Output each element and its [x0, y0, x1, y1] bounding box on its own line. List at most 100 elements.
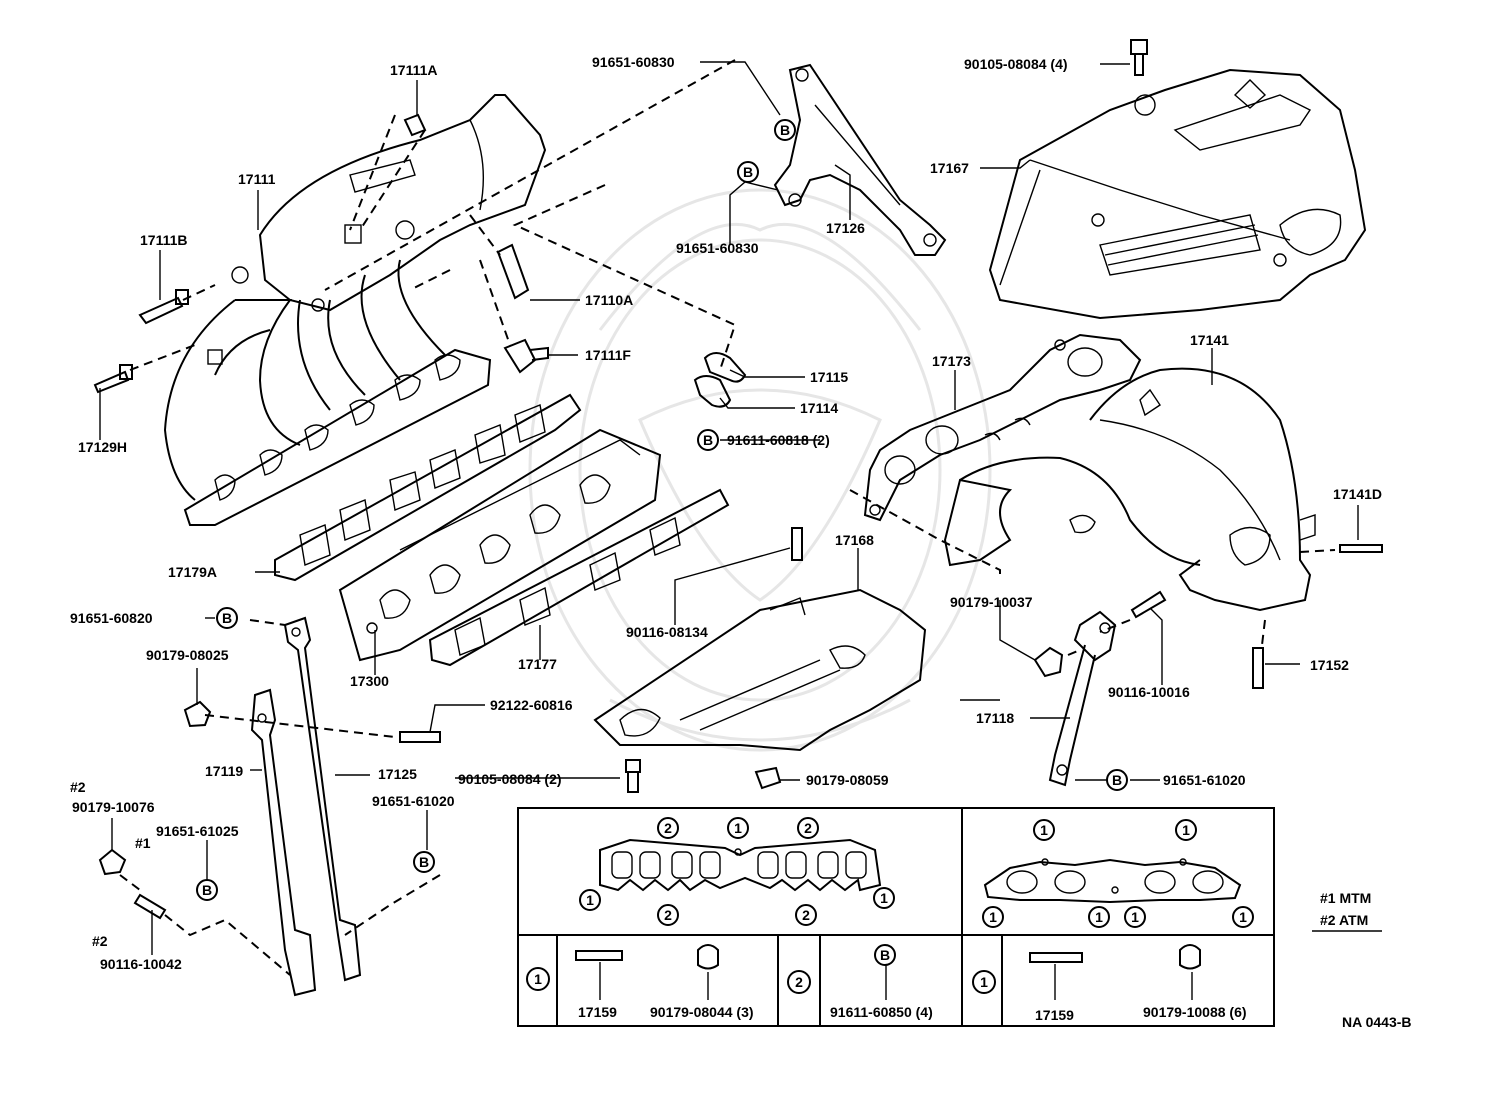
- label-91651-60830-top: 91651-60830: [592, 54, 675, 70]
- circle-1-b: 1: [579, 889, 601, 911]
- b-mark-table: B: [874, 944, 896, 966]
- label-17167: 17167: [930, 160, 969, 176]
- label-atm-2: #2: [92, 933, 108, 949]
- b-mark-17118: B: [1106, 769, 1128, 791]
- svg-text:1: 1: [980, 974, 988, 990]
- nut-90179-10076: [98, 848, 127, 876]
- fitting-17111F: [503, 338, 549, 374]
- label-90179-08025: 90179-08025: [146, 647, 229, 663]
- svg-text:1: 1: [534, 971, 542, 987]
- svg-text:B: B: [419, 854, 429, 870]
- bolt-17129H: [93, 364, 133, 394]
- circle-2-d: 2: [795, 904, 817, 926]
- stud-90116-10042: [133, 893, 167, 920]
- label-17152: 17152: [1310, 657, 1349, 673]
- label-atm-1: #2: [70, 779, 86, 795]
- gasket-17173: [863, 333, 1142, 522]
- svg-text:2: 2: [802, 907, 810, 923]
- diagram-id: NA 0443-B: [1342, 1014, 1412, 1030]
- label-17125: 17125: [378, 766, 417, 782]
- label-90179-10076: 90179-10076: [72, 799, 155, 815]
- stud-90116-10016: [1130, 590, 1167, 619]
- row-key-1-right: 1: [972, 970, 996, 994]
- label-17168: 17168: [835, 532, 874, 548]
- svg-text:B: B: [703, 432, 713, 448]
- leader-lines: [99, 61, 1359, 955]
- plate-17114: [693, 375, 732, 408]
- label-90105-08084-2: 90105-08084 (2): [458, 771, 562, 787]
- intake-manifold-17111: [163, 94, 547, 526]
- circle-1-i: 1: [1232, 906, 1254, 928]
- label-17111A: 17111A: [390, 62, 438, 78]
- label-17179A: 17179A: [168, 564, 217, 580]
- row-key-1-left: 1: [526, 967, 550, 991]
- svg-text:B: B: [743, 164, 753, 180]
- valve-assembly-17300: [338, 428, 662, 662]
- circle-2-c: 2: [657, 904, 679, 926]
- label-91611-60818: 91611-60818 (2): [727, 432, 830, 448]
- svg-text:1: 1: [989, 909, 997, 925]
- label-17111B: 17111B: [140, 232, 188, 248]
- label-91651-61020-right: 91651-61020: [1163, 772, 1246, 788]
- circle-1-f: 1: [982, 906, 1004, 928]
- table-label-90179-08044: 90179-08044 (3): [650, 1004, 754, 1020]
- circle-2-b: 2: [797, 817, 819, 839]
- svg-text:1: 1: [880, 890, 888, 906]
- svg-text:B: B: [780, 122, 790, 138]
- stay-17118: [1048, 610, 1117, 787]
- circle-1-g: 1: [1088, 906, 1110, 928]
- legend: #1 MTM #2 ATM: [1312, 890, 1382, 932]
- b-mark-17125: B: [413, 851, 435, 873]
- label-91651-60820: 91651-60820: [70, 610, 153, 626]
- label-17114: 17114: [800, 400, 838, 416]
- svg-text:B: B: [222, 610, 232, 626]
- label-17111: 17111: [238, 171, 276, 187]
- svg-text:1: 1: [1095, 909, 1103, 925]
- svg-text:1: 1: [734, 820, 742, 836]
- svg-text:1: 1: [1239, 909, 1247, 925]
- label-17300: 17300: [350, 673, 389, 689]
- label-90116-08134: 90116-08134: [626, 624, 708, 640]
- relation-lines: [119, 59, 1336, 976]
- nut-90179-10037: [1033, 646, 1064, 678]
- circle-2-a: 2: [657, 817, 679, 839]
- label-17173: 17173: [932, 353, 971, 369]
- label-17115: 17115: [810, 369, 848, 385]
- label-90116-10042: 90116-10042: [100, 956, 182, 972]
- svg-text:2: 2: [795, 974, 803, 990]
- label-17119: 17119: [205, 763, 243, 779]
- stud-17141D: [1339, 544, 1383, 553]
- table-label-17159-b: 17159: [1035, 1007, 1074, 1023]
- svg-text:B: B: [1112, 772, 1122, 788]
- svg-text:1: 1: [1182, 822, 1190, 838]
- label-17111F: 17111F: [585, 347, 631, 363]
- b-mark-left: B: [216, 607, 238, 629]
- legend-mtm: #1 MTM: [1320, 890, 1371, 906]
- stay-17126: [773, 63, 947, 256]
- label-17129H: 17129H: [78, 439, 127, 455]
- svg-text:2: 2: [804, 820, 812, 836]
- svg-text:1: 1: [1131, 909, 1139, 925]
- svg-text:B: B: [880, 947, 890, 963]
- label-91651-61020-left: 91651-61020: [372, 793, 455, 809]
- label-17126: 17126: [826, 220, 865, 236]
- fitting-17110A: [496, 243, 530, 300]
- circle-1-d: 1: [1033, 819, 1055, 841]
- b-mark-top-2: B: [737, 161, 759, 183]
- stud-17152: [1252, 647, 1264, 689]
- stud-92122-60816: [399, 731, 441, 743]
- svg-text:2: 2: [664, 907, 672, 923]
- bolt-90116-08134: [791, 527, 803, 561]
- heat-insulator-17167: [988, 68, 1367, 320]
- svg-text:B: B: [202, 882, 212, 898]
- circle-1-a: 1: [727, 817, 749, 839]
- legend-atm: #2 ATM: [1320, 912, 1368, 928]
- row-key-2: 2: [787, 970, 811, 994]
- label-90105-08084-4: 90105-08084 (4): [964, 56, 1068, 72]
- gasket-variant-table: 2 1 2 1 2 2 1 1 1 1 1 1 1 1 2 1 B 17159 …: [517, 807, 1275, 1027]
- table-label-91611-60850: 91611-60850 (4): [830, 1004, 933, 1020]
- label-91651-61025: 91651-61025: [156, 823, 239, 839]
- svg-text:2: 2: [664, 820, 672, 836]
